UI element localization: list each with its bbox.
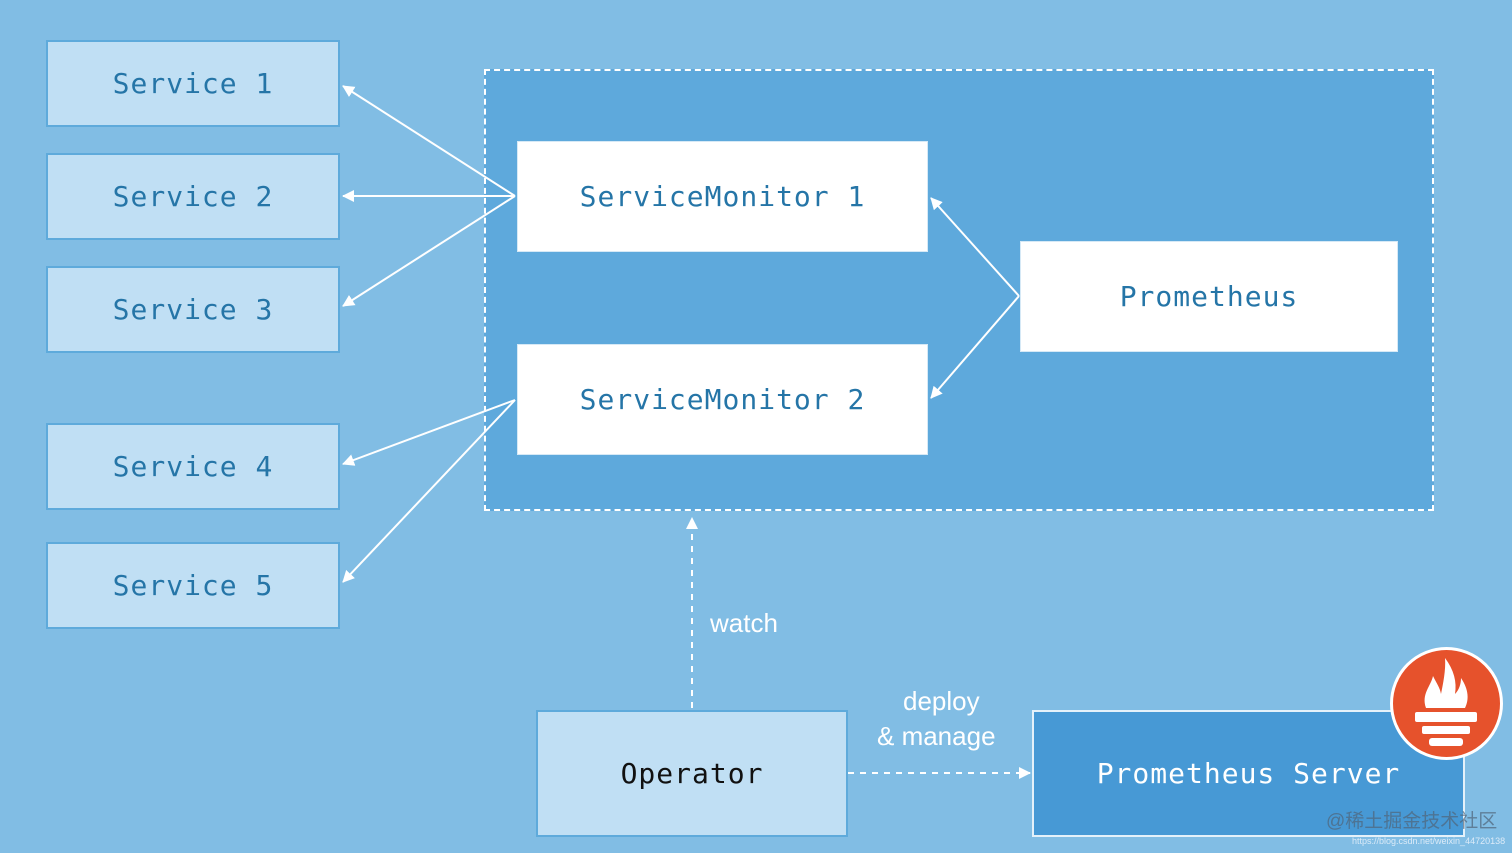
prometheus-server-label: Prometheus Server [1096,757,1401,790]
service-5-label: Service 5 [112,569,274,602]
service-3-box: Service 3 [46,266,340,353]
watermark-text: @稀土掘金技术社区 [1326,811,1498,832]
operator-box: Operator [536,710,848,837]
deploy-label: deploy [903,686,980,716]
watermark-url: https://blog.csdn.net/weixin_44720138 [1352,836,1506,846]
servicemonitor-1-box: ServiceMonitor 1 [517,141,928,252]
prometheus-server-box: Prometheus Server [1032,710,1465,837]
service-4-box: Service 4 [46,423,340,510]
watch-label: watch [710,608,778,638]
service-2-label: Service 2 [112,180,274,213]
prometheus-box: Prometheus [1020,241,1398,352]
operator-label: Operator [620,757,764,790]
manage-label: & manage [877,721,996,751]
prometheus-flame-icon [1390,647,1503,760]
service-1-label: Service 1 [112,67,274,100]
arrow-sm1-to-service-3 [342,195,516,307]
service-3-label: Service 3 [112,293,274,326]
servicemonitor-2-label: ServiceMonitor 2 [579,383,866,416]
arrow-prometheus-to-sm2 [930,295,1020,399]
servicemonitor-1-label: ServiceMonitor 1 [579,180,866,213]
service-4-label: Service 4 [112,450,274,483]
service-5-box: Service 5 [46,542,340,629]
arrow-sm2-to-service-4 [342,399,516,466]
service-2-box: Service 2 [46,153,340,240]
arrow-sm2-to-service-5 [342,399,516,583]
prometheus-label: Prometheus [1119,280,1299,313]
arrow-prometheus-to-sm1 [930,197,1020,297]
servicemonitor-2-box: ServiceMonitor 2 [517,344,928,455]
arrow-sm1-to-service-1 [342,85,516,197]
service-1-box: Service 1 [46,40,340,127]
